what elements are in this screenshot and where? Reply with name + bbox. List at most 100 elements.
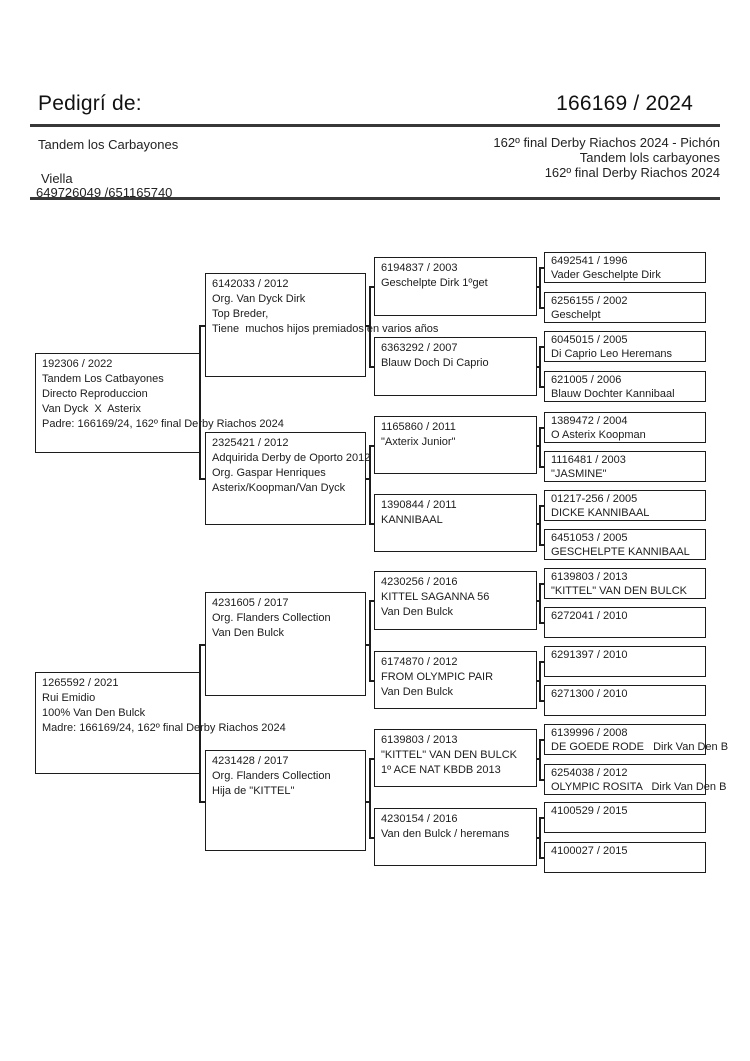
pedigree-box-line: 6492541 / 1996: [551, 255, 628, 267]
connector-spine: [369, 600, 371, 682]
pedigree-box-line: Van Dyck X Asterix: [42, 403, 141, 415]
pedigree-box-line: 1116481 / 2003: [551, 454, 626, 466]
pedigree-box-line: 1165860 / 2011: [381, 421, 456, 433]
ring-number: 166169 / 2024: [556, 92, 693, 115]
pedigree-box-line: Van Den Bulck: [381, 686, 453, 698]
connector-stub: [369, 680, 374, 682]
connector-stub: [537, 523, 541, 525]
pedigree-box-line: 6291397 / 2010: [551, 649, 628, 661]
pedigree-box-line: 4231605 / 2017: [212, 597, 289, 609]
connector-stub: [539, 267, 544, 269]
connector-stub: [539, 583, 544, 585]
pedigree-box-line: Geschelpt: [551, 308, 601, 321]
connector-stub: [366, 801, 371, 803]
pedigree-box-line: 01217-256 / 2005: [551, 493, 638, 505]
connector-stub: [537, 600, 541, 602]
pedigree-box-line: Van den Bulck / heremans: [381, 828, 510, 840]
result-line-3: 162º final Derby Riachos 2024: [544, 165, 720, 180]
location-name: Viella: [41, 171, 73, 186]
pedigree-box-line: 192306 / 2022: [42, 358, 113, 370]
pedigree-box-line: Blauw Dochter Kannibaal: [551, 387, 675, 400]
pedigree-box-line: GESCHELPTE KANNIBAAL: [551, 545, 690, 558]
pedigree-box-line: 2325421 / 2012: [212, 437, 289, 449]
pedigree-box-line: Madre: 166169/24, 162º final Derby Riach…: [42, 722, 286, 734]
pedigree-box-gen4-11: 6291397 / 2010: [544, 646, 706, 677]
connector-stub: [199, 478, 205, 480]
results-block: 162º final Derby Riachos 2024 - Pichón T…: [493, 135, 720, 180]
pedigree-box-line: "KITTEL" VAN DEN BULCK: [551, 584, 687, 597]
pedigree-box-line: Van Den Bulck: [381, 606, 453, 618]
pedigree-box-line: Geschelpte Dirk 1ºget: [381, 277, 488, 289]
connector-stub: [537, 680, 541, 682]
connector-stub: [366, 325, 371, 327]
connector-stub: [539, 505, 544, 507]
result-line-1: 162º final Derby Riachos 2024 - Pichón: [493, 135, 720, 150]
header-divider-bottom: [30, 197, 720, 200]
connector-spine: [539, 267, 541, 309]
connector-spine: [369, 758, 371, 839]
pedigree-box-line: KANNIBAAL: [381, 514, 443, 526]
pedigree-box-line: Tiene muchos hijos premiados en varios a…: [212, 323, 439, 335]
pedigree-box-line: Org. Gaspar Henriques: [212, 467, 326, 479]
pedigree-box-line: 6194837 / 2003: [381, 262, 458, 274]
pedigree-box-line: Di Caprio Leo Heremans: [551, 347, 673, 360]
connector-stub: [537, 837, 541, 839]
connector-stub: [366, 644, 371, 646]
connector-stub: [537, 286, 541, 288]
pedigree-box-line: 1º ACE NAT KBDB 2013: [381, 764, 501, 776]
pedigree-box-gen4-12: 6271300 / 2010: [544, 685, 706, 716]
connector-stub: [369, 523, 374, 525]
pedigree-box-line: OLYMPIC ROSITA Dirk Van Den B: [551, 780, 727, 793]
connector-spine: [539, 505, 541, 546]
pedigree-box-line: Asterix/Koopman/Van Dyck: [212, 482, 346, 494]
pedigree-box-line: Hija de "KITTEL": [212, 785, 295, 797]
connector-stub: [369, 445, 374, 447]
connector-stub: [539, 622, 544, 624]
connector-stub: [537, 758, 541, 760]
pedigree-box-line: 621005 / 2006: [551, 374, 622, 386]
pedigree-box-line: 4100529 / 2015: [551, 805, 628, 817]
connector-spine: [539, 739, 541, 781]
connector-stub: [539, 857, 544, 859]
owner-name: Tandem los Carbayones: [38, 137, 179, 152]
connector-stub: [539, 307, 544, 309]
connector-stub: [369, 366, 374, 368]
connector-stub: [539, 661, 544, 663]
pedigree-box-line: 1390844 / 2011: [381, 499, 457, 511]
pedigree-box-line: 6142033 / 2012: [212, 278, 289, 290]
result-line-2: Tandem lols carbayones: [579, 150, 720, 165]
connector-stub: [539, 779, 544, 781]
pedigree-box-line: Rui Emidio: [42, 692, 96, 704]
pedigree-box-line: 6045015 / 2005: [551, 334, 628, 346]
pedigree-box-gen4-10: 6272041 / 2010: [544, 607, 706, 638]
pedigree-box-line: Vader Geschelpte Dirk: [551, 268, 661, 281]
pedigree-box-line: 4231428 / 2017: [212, 755, 289, 767]
page-title: Pedigrí de:: [38, 92, 142, 115]
pedigree-box-line: 1389472 / 2004: [551, 415, 628, 427]
pedigree-box-line: 4230256 / 2016: [381, 576, 458, 588]
pedigree-box-line: Org. Flanders Collection: [212, 770, 331, 782]
connector-stub: [539, 427, 544, 429]
pedigree-box-line: 6451053 / 2005: [551, 532, 628, 544]
connector-stub: [199, 325, 205, 327]
pedigree-box-line: 100% Van Den Bulck: [42, 707, 146, 719]
pedigree-box-gen4-6: 1116481 / 2003"JASMINE": [544, 451, 706, 482]
pedigree-box-line: O Asterix Koopman: [551, 428, 646, 441]
pedigree-box-line: 4230154 / 2016: [381, 813, 458, 825]
pedigree-box-line: 4100027 / 2015: [551, 845, 628, 857]
